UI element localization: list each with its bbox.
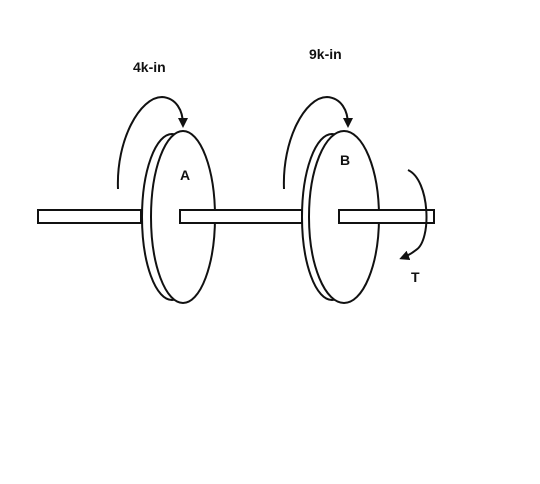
torque-b-arrow bbox=[282, 95, 353, 190]
shaft-segment-left bbox=[37, 209, 142, 224]
torque-b-label: 9k-in bbox=[309, 46, 342, 62]
disk-b-label: B bbox=[340, 152, 350, 168]
reaction-torque-arrow bbox=[399, 169, 428, 261]
reaction-torque-label: T bbox=[411, 269, 420, 285]
torque-a-arrow bbox=[116, 95, 188, 190]
shaft-segment-middle bbox=[179, 209, 303, 224]
shaft-segment-right bbox=[338, 209, 435, 224]
torque-a-label: 4k-in bbox=[133, 59, 166, 75]
disk-a-label: A bbox=[180, 167, 190, 183]
